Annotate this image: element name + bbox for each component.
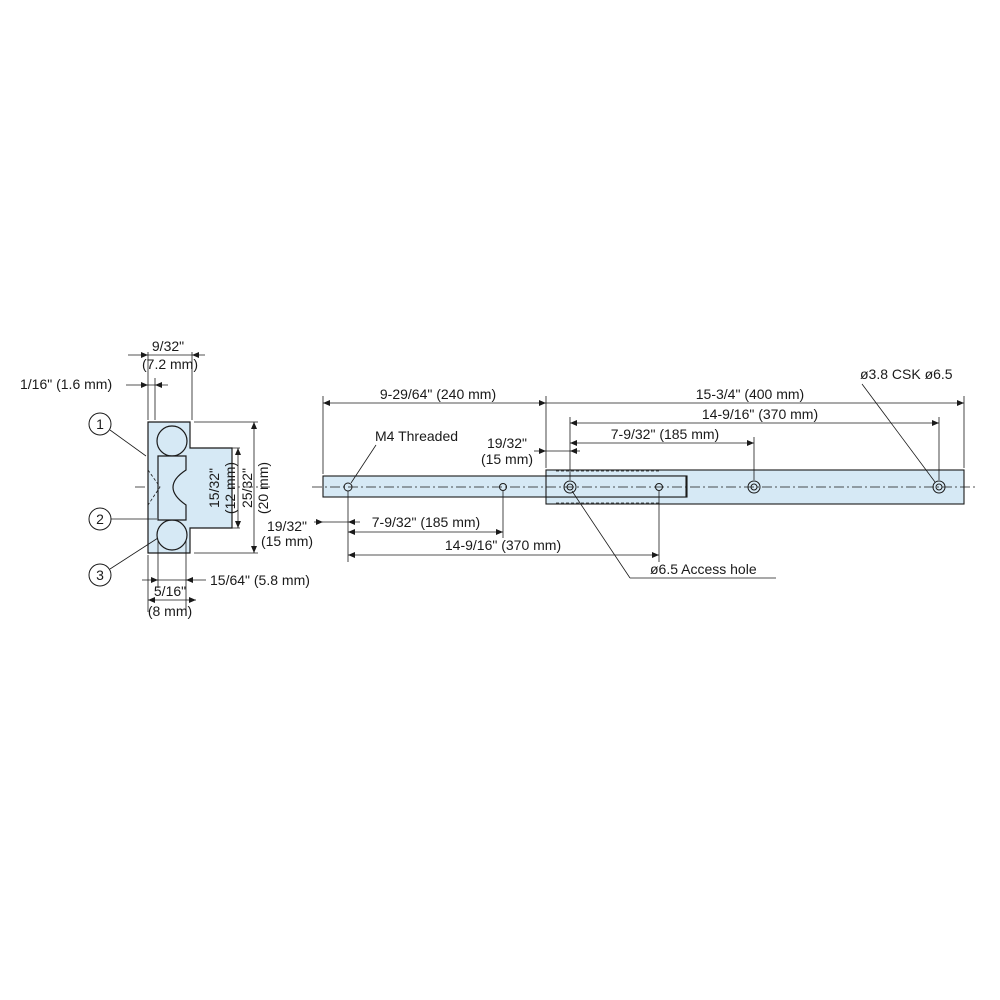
lower-pitch-long-label: 14-9/16" (370 mm) <box>445 537 561 553</box>
arrow <box>348 552 355 558</box>
arrow <box>155 382 162 388</box>
lower-offset-mm-label: (15 mm) <box>261 533 313 549</box>
access-hole-inner <box>566 483 574 491</box>
offset-label: 15/64" (5.8 mm) <box>210 572 310 588</box>
bottom-width-mm-label: (8 mm) <box>148 603 192 619</box>
arrow <box>957 400 964 406</box>
extension-label: 15-3/4" (400 mm) <box>696 386 804 402</box>
total-height-mm-label: (20 mm) <box>255 462 271 514</box>
arrow <box>141 382 148 388</box>
inner-height-label: 15/32" <box>206 468 222 508</box>
inner-hole <box>499 483 507 491</box>
thickness-label: 1/16" (1.6 mm) <box>20 376 112 392</box>
leader-line <box>861 383 936 483</box>
upper-pitch-short-label: 7-9/32" (185 mm) <box>611 426 719 442</box>
inner-member <box>157 455 187 521</box>
arrow <box>539 400 546 406</box>
arrow <box>348 519 355 525</box>
hidden-line <box>147 469 161 506</box>
callout-3-label: 3 <box>96 567 104 583</box>
upper-ball <box>156 425 188 457</box>
csk-hole-inner <box>750 483 758 491</box>
arrow <box>932 420 939 426</box>
upper-offset-label: 19/32" <box>487 435 527 451</box>
arrow <box>570 420 577 426</box>
arrow <box>570 448 577 454</box>
leader-line <box>350 444 377 484</box>
arrow <box>189 597 196 603</box>
arrow <box>323 400 330 406</box>
arrow <box>148 597 155 603</box>
csk-hole <box>932 480 946 494</box>
m4-label: M4 Threaded <box>375 428 458 444</box>
callout-circle-1 <box>88 412 112 436</box>
access-hole <box>563 480 577 494</box>
callout-1-label: 1 <box>96 416 104 432</box>
arrow <box>539 448 546 454</box>
leader-line <box>109 537 159 570</box>
arrow <box>747 440 754 446</box>
upper-offset-mm-label: (15 mm) <box>481 451 533 467</box>
arrow <box>570 440 577 446</box>
arrow <box>348 529 355 535</box>
overall-length-label: 9-29/64" (240 mm) <box>380 386 496 402</box>
csk-hole-inner <box>935 483 943 491</box>
width-top-mm-label: (7.2 mm) <box>142 356 198 372</box>
csk-hole <box>747 480 761 494</box>
arrow <box>496 529 503 535</box>
access-hole-label: ø6.5 Access hole <box>650 561 757 577</box>
arrow <box>141 352 148 358</box>
callout-circle-3 <box>88 563 112 587</box>
side-view: 9-29/64" (240 mm) 15-3/4" (400 mm) ø3.8 … <box>261 366 975 579</box>
arrow <box>316 519 323 525</box>
total-height-label: 25/32" <box>239 468 255 508</box>
arrow <box>235 448 241 455</box>
arrow <box>251 546 257 553</box>
leader-line <box>571 490 631 579</box>
lower-ball <box>156 519 188 551</box>
inner-hole <box>655 483 663 491</box>
callout-2-label: 2 <box>96 511 104 527</box>
arrow <box>235 521 241 528</box>
upper-pitch-long-label: 14-9/16" (370 mm) <box>702 406 818 422</box>
leader-line <box>109 429 147 457</box>
arrow <box>186 577 193 583</box>
cross-section-view: 9/32" (7.2 mm) 1/16" (1.6 mm) 15/32" (12… <box>20 338 310 619</box>
arrow <box>251 422 257 429</box>
inner-height-mm-label: (12 mm) <box>222 462 238 514</box>
lower-offset-label: 19/32" <box>267 518 307 534</box>
arrow <box>192 352 199 358</box>
bottom-width-label: 5/16" <box>154 583 186 599</box>
csk-label: ø3.8 CSK ø6.5 <box>860 366 953 382</box>
lower-pitch-short-label: 7-9/32" (185 mm) <box>372 514 480 530</box>
width-top-label: 9/32" <box>152 338 184 354</box>
arrow <box>652 552 659 558</box>
arrow <box>151 577 158 583</box>
